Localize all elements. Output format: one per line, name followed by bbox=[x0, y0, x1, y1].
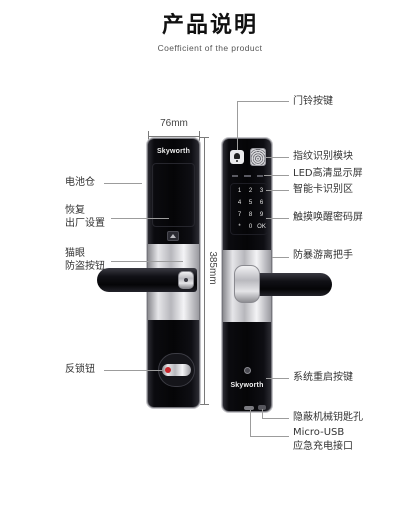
callout-line-deadlock bbox=[104, 370, 164, 371]
restore-icon bbox=[170, 234, 176, 238]
hidden-keyhole bbox=[258, 405, 266, 410]
smart-card-area bbox=[230, 183, 268, 235]
callout-line-doorbell-vertical bbox=[237, 101, 238, 150]
callout-line-keyhole-vertical bbox=[262, 409, 263, 419]
peephole-button-dot bbox=[184, 278, 188, 282]
keypad-key: 4 bbox=[237, 200, 242, 206]
callout-line-battery bbox=[104, 183, 142, 184]
label-usb-line: 应急充电接口 bbox=[293, 441, 353, 452]
callout-line-fingerprint bbox=[266, 157, 289, 158]
label-usb-line: Micro-USB bbox=[293, 427, 345, 438]
callout-line-keyhole bbox=[262, 418, 289, 419]
system-restart-button bbox=[244, 367, 251, 374]
keypad-key: 1 bbox=[237, 188, 242, 194]
label-peephole-line: 猫眼 bbox=[65, 248, 85, 259]
callout-line-restore bbox=[111, 218, 169, 219]
callout-line-touch bbox=[266, 218, 289, 219]
deadlock-knob-red-indicator bbox=[165, 367, 171, 373]
label-card-reader: 智能卡识别区 bbox=[293, 184, 353, 195]
led-indicator-mark bbox=[244, 175, 251, 177]
label-led-display: LED高清显示屏 bbox=[293, 168, 363, 179]
keypad-key: 8 bbox=[248, 212, 253, 218]
led-display bbox=[229, 172, 266, 181]
callout-line-peephole bbox=[111, 261, 183, 262]
page-title: 产品说明 bbox=[161, 13, 258, 38]
height-dimension-tick-top bbox=[200, 137, 209, 138]
keypad-key: 2 bbox=[248, 188, 253, 194]
callout-line-usb-vertical bbox=[250, 410, 251, 437]
label-restore-line: 出厂设置 bbox=[65, 218, 105, 229]
label-restore-line: 恢复 bbox=[65, 205, 85, 216]
label-battery: 电池仓 bbox=[65, 177, 95, 188]
fingerprint-icon bbox=[250, 148, 266, 166]
width-dimension-line bbox=[148, 136, 200, 137]
callout-line-doorbell bbox=[237, 101, 289, 102]
keypad-key: 5 bbox=[248, 200, 253, 206]
doorbell-button bbox=[230, 150, 244, 164]
label-doorbell: 门铃按键 bbox=[293, 96, 333, 107]
outer-handle-rose bbox=[234, 265, 260, 303]
peephole-anti-theft-button bbox=[178, 271, 194, 289]
inner-lock-brand-logo: Skyworth bbox=[156, 148, 191, 155]
width-dimension-tick-right bbox=[199, 131, 200, 141]
led-indicator-mark bbox=[232, 175, 238, 177]
label-keyhole: 隐蔽机械钥匙孔 bbox=[293, 412, 363, 423]
label-usb: Micro-USB 应急充电接口 bbox=[293, 426, 353, 454]
doorbell-icon bbox=[234, 153, 240, 159]
label-restore: 恢复 出厂设置 bbox=[65, 204, 105, 230]
height-dimension-line bbox=[204, 137, 205, 405]
label-deadlock: 反锁钮 bbox=[65, 364, 95, 375]
outer-lock-handle bbox=[252, 273, 332, 296]
label-fingerprint: 指纹识别模块 bbox=[293, 151, 353, 162]
keypad-key: * bbox=[238, 224, 241, 230]
keypad-key: 3 bbox=[259, 188, 264, 194]
label-handle: 防暴游离把手 bbox=[293, 250, 353, 261]
callout-line-usb bbox=[250, 436, 289, 437]
height-dimension-label: 385mm bbox=[207, 251, 218, 285]
outer-lock-brand-logo: Skyworth bbox=[230, 382, 264, 389]
keypad-key: 7 bbox=[237, 212, 242, 218]
page-subtitle: Coefficient of the product bbox=[157, 43, 263, 53]
keypad-key: 0 bbox=[248, 224, 253, 230]
label-peephole: 猫眼 防盗按钮 bbox=[65, 247, 105, 273]
led-indicator-mark bbox=[257, 175, 263, 177]
restore-factory-button bbox=[167, 231, 179, 241]
battery-compartment-cover bbox=[152, 163, 195, 227]
label-restart: 系统重启按键 bbox=[293, 372, 353, 383]
keypad-key: OK bbox=[257, 224, 266, 230]
label-peephole-line: 防盗按钮 bbox=[65, 261, 105, 272]
callout-line-led bbox=[264, 175, 289, 176]
keypad-key: 6 bbox=[259, 200, 264, 206]
width-dimension-label: 76mm bbox=[160, 118, 188, 129]
width-dimension-tick-left bbox=[148, 131, 149, 141]
callout-line-card bbox=[266, 190, 289, 191]
touch-keypad: 1 2 3 4 5 6 7 8 9 * 0 OK bbox=[234, 185, 267, 233]
callout-line-handle bbox=[272, 257, 289, 258]
label-touch-keypad: 触摸唤醒密码屏 bbox=[293, 212, 363, 223]
callout-line-restart bbox=[266, 378, 289, 379]
micro-usb-port bbox=[244, 406, 254, 410]
keypad-key: 9 bbox=[259, 212, 264, 218]
height-dimension-tick-bottom bbox=[200, 404, 209, 405]
doorbell-icon-clapper bbox=[236, 160, 238, 162]
